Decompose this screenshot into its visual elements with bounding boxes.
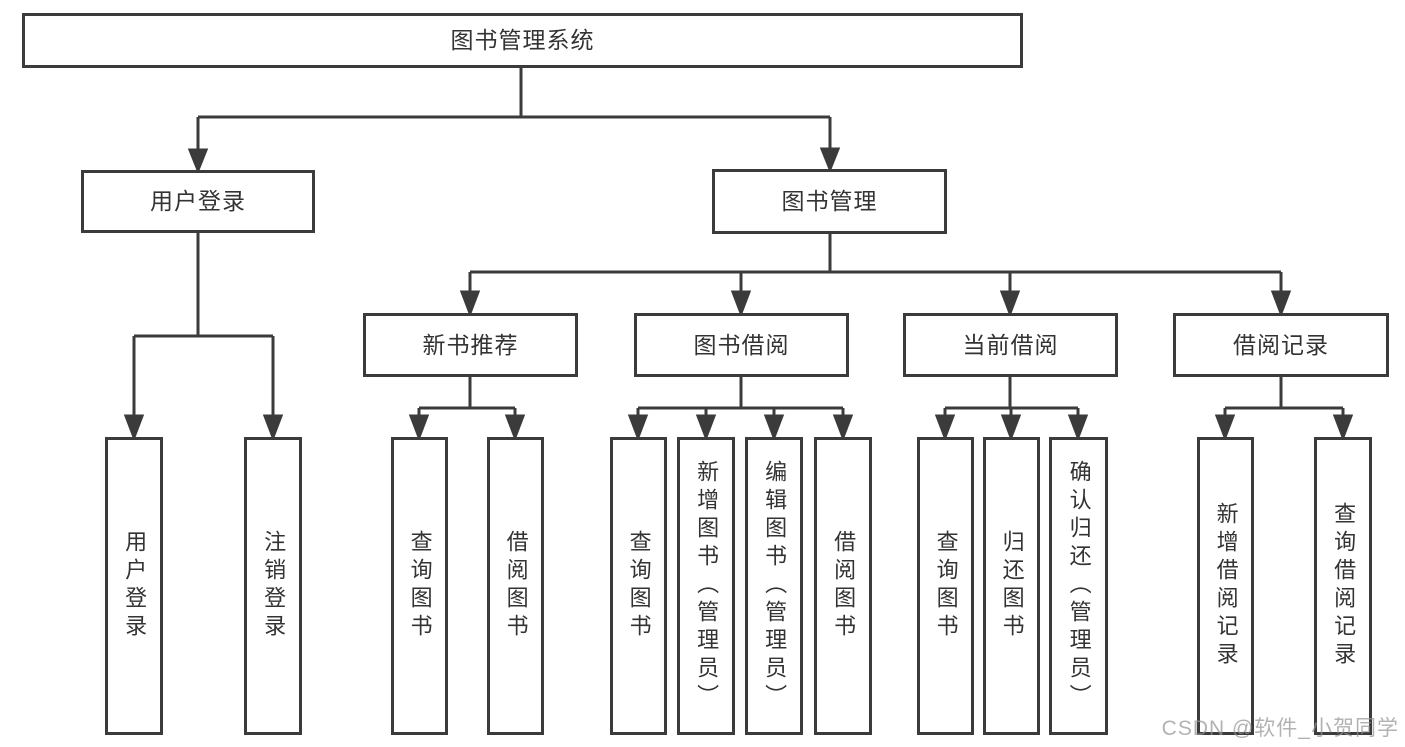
leaf-query-books-current: 查询图书 [917, 437, 974, 735]
edge-root-to-level2 [187, 68, 841, 175]
leaf-edit-books-admin: 编辑图书（管理员） [745, 437, 803, 735]
leaf-query-books-recommend: 查询图书 [391, 437, 448, 735]
leaf-query-books-borrow: 查询图书 [610, 437, 667, 735]
node-user-login: 用户登录 [81, 170, 315, 233]
leaf-user-login: 用户登录 [105, 437, 163, 735]
watermark: CSDN @软件_小贺同学 [1161, 717, 1399, 740]
node-current-borrow: 当前借阅 [903, 313, 1118, 377]
leaf-borrow-books: 借阅图书 [814, 437, 872, 735]
leaf-query-borrow-record: 查询借阅记录 [1314, 437, 1372, 735]
leaf-add-borrow-record: 新增借阅记录 [1197, 437, 1254, 735]
edge-book-borrow-to-leaves [627, 377, 854, 442]
leaf-logout: 注销登录 [244, 437, 302, 735]
edge-user-login-to-leaves [123, 233, 284, 442]
edge-borrow-records-to-leaves [1214, 377, 1354, 442]
node-borrow-records: 借阅记录 [1173, 313, 1389, 377]
leaf-borrow-books-recommend: 借阅图书 [487, 437, 544, 735]
node-book-borrow: 图书借阅 [634, 313, 849, 377]
leaf-add-books-admin: 新增图书（管理员） [677, 437, 735, 735]
node-book-management: 图书管理 [712, 169, 947, 234]
leaf-return-books: 归还图书 [983, 437, 1040, 735]
node-new-book-recommend: 新书推荐 [363, 313, 578, 377]
edge-current-borrow-to-leaves [934, 377, 1089, 442]
node-library-system: 图书管理系统 [22, 13, 1023, 68]
leaf-confirm-return-admin: 确认归还（管理员） [1049, 437, 1108, 735]
edge-book-management-to-sections [459, 234, 1292, 318]
edge-new-book-recommend-to-leaves [408, 377, 526, 442]
